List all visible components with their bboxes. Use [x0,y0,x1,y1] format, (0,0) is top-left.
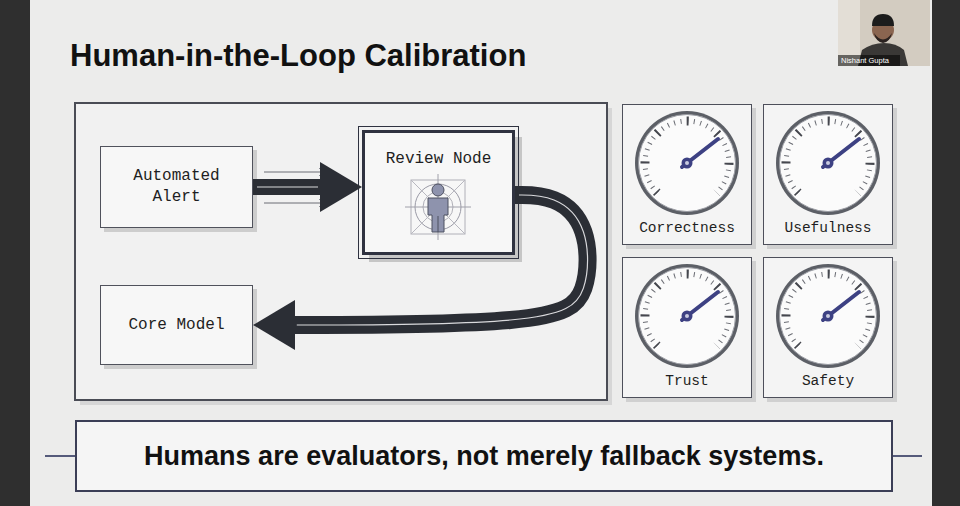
slide-title: Human-in-the-Loop Calibration [70,38,526,74]
slide [30,0,932,506]
connector-inner-line [253,195,588,325]
node-label: Trust [665,372,709,390]
gauge-dial [776,264,880,368]
gauge-dial [635,111,739,215]
webcam-person-beard [874,33,892,43]
gauge-panel: Usefulness [763,104,893,245]
gauge-panel: Correctness [622,104,752,245]
banner-rule [893,455,922,457]
webcam-wall [838,0,860,66]
flow-hint-line [264,203,326,204]
webcam-person-cap [872,14,894,26]
reviewer-icon [405,174,471,240]
flow-connector [253,187,362,188]
webcam-name-strip [838,55,900,66]
flow-panel [75,103,607,400]
process-box: Core Model [100,285,253,365]
node-label: Automated Alert [119,166,234,208]
gauge-dial [776,111,880,215]
node-label: Core Model [128,315,224,336]
node-label: Correctness [639,219,735,237]
gauge-dial [635,264,739,368]
process-box: Automated Alert [100,146,253,228]
connector-band [253,179,362,195]
banner-rule [45,455,75,457]
connector-inner-line [253,186,362,187]
webcam-frame [838,0,930,66]
participant-name: Nishant Gupta [841,56,889,65]
node-label: Review Node [386,149,492,169]
node-label: Usefulness [784,219,871,237]
flow-connector [253,195,588,325]
webcam-thumbnail [838,0,930,66]
gauge-panel: Safety [763,257,893,398]
review-box: Review Node [362,130,515,255]
connector-band [253,195,588,325]
panel-shadow [80,108,612,405]
node-label: Safety [802,372,854,390]
gauge-panel: Trust [622,257,752,398]
node-label: Humans are evaluators, not merely fallba… [144,440,824,472]
webcam-person-head [872,19,894,41]
flow-hint-line [264,172,326,173]
statement-banner: Humans are evaluators, not merely fallba… [75,420,893,492]
webcam-person-body [858,43,908,66]
